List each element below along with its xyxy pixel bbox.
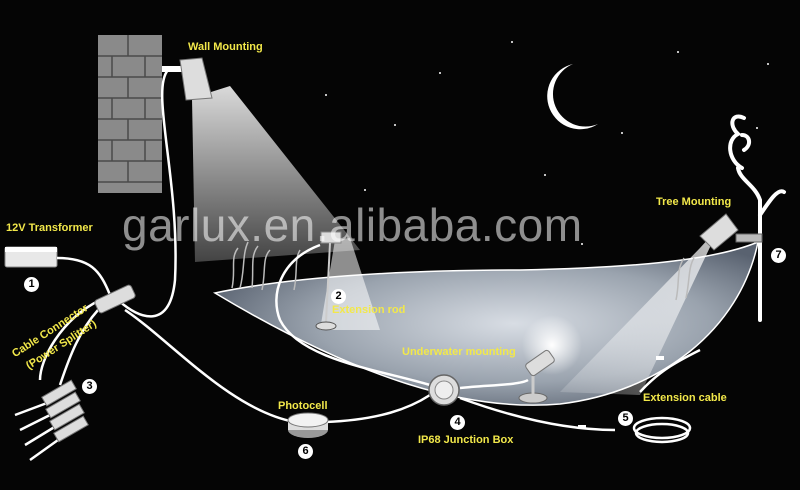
junction-box [428, 374, 460, 406]
number-badge-6: 6 [298, 444, 313, 459]
extension-rod-light [315, 231, 380, 331]
extension-cable-connectors [578, 356, 664, 429]
label-transformer: 12V Transformer [6, 222, 93, 234]
label-tree-mounting: Tree Mounting [656, 196, 732, 208]
label-wall-mounting: Wall Mounting [188, 41, 263, 53]
power-splitter [41, 284, 136, 443]
tree-light-beam [560, 226, 720, 395]
number-badge-7: 7 [771, 248, 786, 263]
transformer-box [4, 246, 58, 268]
photocell-device [287, 412, 329, 438]
label-extension-cable: Extension cable [643, 392, 727, 404]
stars [325, 41, 769, 245]
tree-fixture [699, 213, 763, 251]
number-badge-3: 3 [82, 379, 97, 394]
wall-fixture [162, 57, 213, 101]
number-badge-1: 1 [24, 277, 39, 292]
label-extension-rod: Extension rod [332, 304, 406, 316]
wall-light-beam [192, 86, 360, 262]
label-junction-box: IP68 Junction Box [418, 434, 514, 446]
number-badge-5: 5 [618, 411, 633, 426]
moon-icon [547, 64, 598, 130]
tree [728, 114, 786, 322]
grass [231, 241, 695, 301]
number-badge-4: 4 [450, 415, 465, 430]
label-photocell: Photocell [278, 400, 328, 412]
label-underwater-mounting: Underwater mounting [402, 346, 516, 358]
brick-wall [98, 35, 162, 193]
watermark: garlux.en.alibaba.com [122, 199, 583, 251]
number-badge-2: 2 [331, 289, 346, 304]
underwater-light [518, 315, 582, 404]
